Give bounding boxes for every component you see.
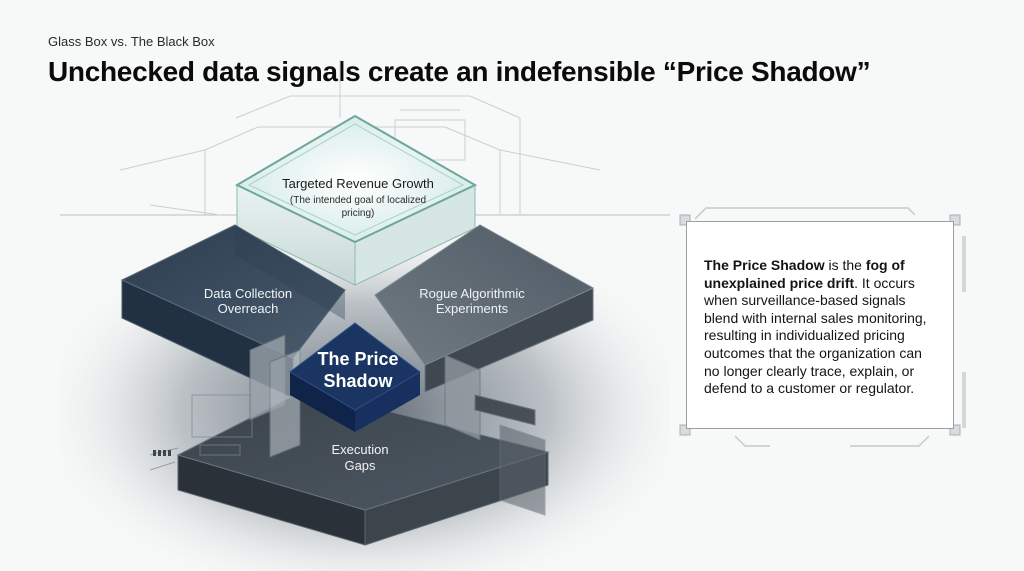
center-block-line-2: Shadow xyxy=(323,371,393,391)
top-block-subtitle-2: pricing) xyxy=(342,208,375,219)
callout-term: The Price Shadow xyxy=(704,257,825,273)
callout-emphasis: fog of unexplained price drift xyxy=(704,257,905,291)
callout-body: . It occurs when surveillance-based sign… xyxy=(704,274,927,397)
top-block-subtitle-1: (The intended goal of localized xyxy=(290,195,426,206)
eyebrow-label: Glass Box vs. The Black Box xyxy=(48,34,215,49)
block-targeted-revenue-growth: Targeted Revenue Growth (The intended go… xyxy=(234,114,478,286)
page-title: Unchecked data signals create an indefen… xyxy=(48,56,871,87)
price-shadow-callout: The Price Shadow is the fog of unexplain… xyxy=(686,221,954,429)
top-block-title: Targeted Revenue Growth xyxy=(282,176,434,191)
bottom-block-line-1: Execution xyxy=(331,442,388,457)
left-block-line-2: Overreach xyxy=(218,301,279,316)
tick-marks xyxy=(153,450,171,456)
center-block-line-1: The Price xyxy=(317,349,398,369)
callout-frame-decor xyxy=(679,207,966,447)
left-block-line-1: Data Collection xyxy=(204,286,292,301)
block-data-collection-overreach: Data Collection Overreach xyxy=(120,224,346,399)
right-block-line-1: Rogue Algorithmic xyxy=(419,286,525,301)
callout-connector: is the xyxy=(824,257,866,273)
connector-panels xyxy=(249,334,546,516)
right-block-line-2: Experiments xyxy=(436,301,509,316)
bottom-block-line-2: Gaps xyxy=(344,458,376,473)
block-price-shadow: The Price Shadow xyxy=(289,322,421,432)
